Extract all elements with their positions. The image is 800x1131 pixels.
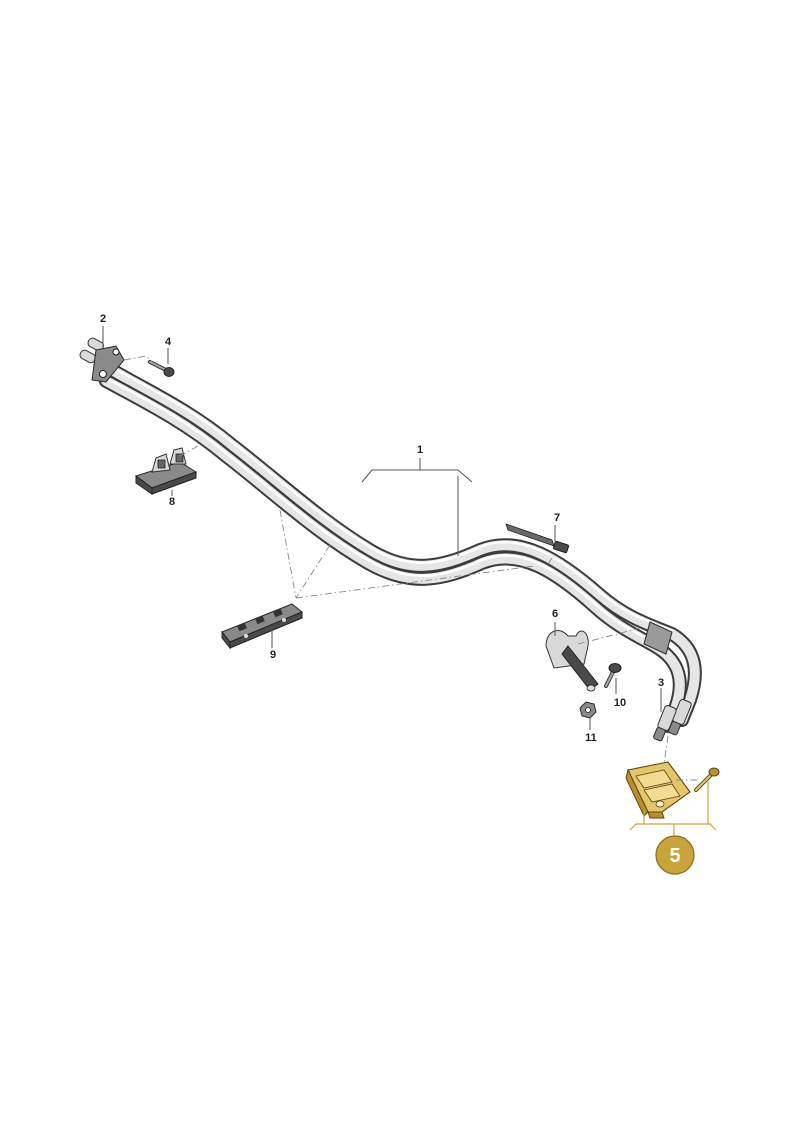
retaining-clip-part-6[interactable] xyxy=(545,630,599,692)
holder-part-8[interactable] xyxy=(134,447,198,495)
nut-part-11[interactable] xyxy=(579,701,597,719)
twin-line-assembly[interactable] xyxy=(99,363,702,733)
callout-6: 6 xyxy=(552,608,558,620)
callout-11: 11 xyxy=(585,732,597,744)
callout-1: 1 xyxy=(417,444,423,456)
bracket-plate-part-9[interactable] xyxy=(221,603,303,650)
highlight-badge[interactable]: 5 xyxy=(655,835,695,875)
rear-connectors[interactable] xyxy=(653,699,692,742)
callout-7: 7 xyxy=(554,512,560,524)
callout-4: 4 xyxy=(165,336,172,348)
callout-3: 3 xyxy=(658,677,664,689)
front-connector[interactable] xyxy=(79,337,125,383)
highlight-badge-circle xyxy=(655,835,695,875)
bolt-part-10[interactable] xyxy=(604,663,622,688)
screw-part-4[interactable] xyxy=(148,360,175,377)
leader-4-dash xyxy=(123,355,153,363)
callout-8: 8 xyxy=(169,496,175,508)
callout-numbers: 2 4 1 7 8 6 9 3 10 11 xyxy=(100,313,664,744)
callout-10: 10 xyxy=(614,697,626,709)
cable-tie-part-7[interactable] xyxy=(505,523,570,554)
leader-lines xyxy=(102,326,717,836)
highlighted-holder-part-5[interactable] xyxy=(625,761,720,819)
callout-2: 2 xyxy=(100,313,106,325)
highlight-badge-label: 5 xyxy=(669,845,680,867)
callout-9: 9 xyxy=(270,649,276,661)
